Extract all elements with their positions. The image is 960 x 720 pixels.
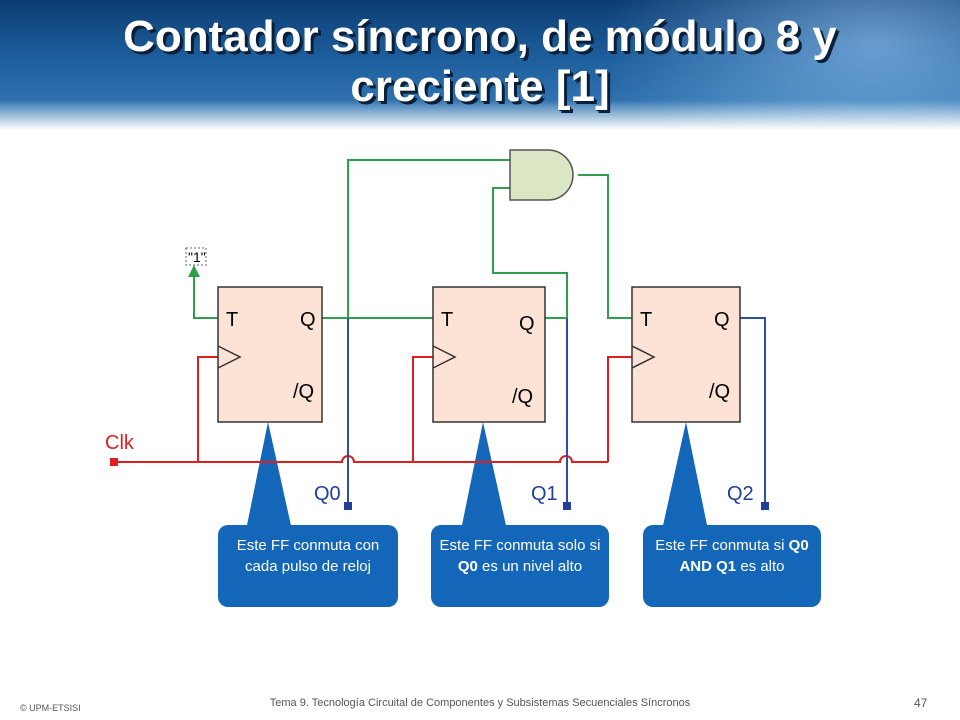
callout-2-text-a: Este FF conmuta solo si (439, 537, 601, 554)
qn-output-label: /Q (709, 381, 730, 403)
output-wires (347, 317, 766, 506)
qn-output-label: /Q (293, 381, 314, 403)
t-input-label: T (441, 309, 453, 331)
callout-pointer-2 (461, 422, 507, 530)
clock-input-icon (217, 345, 242, 369)
callout-box-1 (218, 525, 398, 607)
callout-text-3: Este FF conmuta si Q0 AND Q1 es alto (651, 535, 813, 577)
constant-box (185, 247, 207, 266)
callout-text-1: Este FF conmuta con cada pulso de reloj (226, 535, 390, 577)
callout-2-signal: Q0 (457, 558, 478, 575)
clock-input-icon (631, 345, 656, 369)
slide-title-line-2: creciente [1] (350, 62, 610, 111)
callout-box-2 (431, 525, 609, 607)
clock-wires (114, 356, 632, 463)
callout-3-text-a: Este FF conmuta si (655, 537, 789, 554)
callout-pointer-3 (662, 422, 708, 530)
t-input-label: T (226, 309, 238, 331)
wire-constant-to-ff1 (193, 275, 218, 319)
callout-pointer-1 (246, 422, 292, 530)
clock-label: Clk (105, 432, 135, 454)
and-gate (509, 149, 574, 201)
callout-1-text: Este FF conmuta con cada pulso de reloj (236, 537, 380, 575)
constant-arrow-icon (188, 265, 200, 277)
clock-terminal (110, 458, 118, 466)
t-flipflop-1: T Q /Q (432, 286, 546, 423)
slide-title: Contador síncrono, de módulo 8 y crecien… (0, 12, 960, 112)
q-output-label: Q (519, 313, 535, 335)
q2-terminal (761, 502, 769, 510)
wire-q1-to-and (492, 187, 568, 319)
q1-terminal (563, 502, 571, 510)
q1-output-label: Q1 (531, 483, 558, 505)
q-output-label: Q (714, 309, 730, 331)
green-wires (193, 159, 632, 319)
callout-text-2: Este FF conmuta solo si Q0 es un nivel a… (439, 535, 601, 577)
q2-output-label: Q2 (727, 483, 754, 505)
footer-copyright: © UPM-ETSISI (20, 703, 81, 713)
t-flipflop-0: T Q /Q (217, 286, 323, 423)
t-input-label: T (640, 309, 652, 331)
clock-to-ff2 (412, 356, 433, 462)
clock-input-icon (432, 345, 457, 369)
callout-box-3 (643, 525, 821, 607)
output-terminals (344, 502, 769, 510)
callout-pointers (246, 422, 708, 530)
callout-2-text-b: es un nivel alto (477, 558, 583, 575)
slide-title-line-1: Contador síncrono, de módulo 8 y (123, 12, 837, 61)
constant-label: "1" (188, 249, 206, 265)
t-flipflop-2: T Q /Q (631, 286, 741, 423)
wire-and-to-ff3 (578, 174, 632, 319)
title-banner: Contador síncrono, de módulo 8 y crecien… (0, 0, 960, 130)
callout-3-text-b: es alto (736, 558, 785, 575)
q-output-label: Q (300, 309, 316, 331)
wire-q0-to-and (347, 159, 510, 318)
banner-fade (0, 100, 960, 130)
clock-to-ff3 (607, 356, 632, 462)
footer-course-title: Tema 9. Tecnología Circuital de Componen… (269, 697, 691, 709)
clock-to-ff1 (197, 356, 218, 462)
callout-3-signal: Q0 AND Q1 (679, 537, 809, 575)
q0-terminal (344, 502, 352, 510)
q2-output-wire (740, 317, 766, 506)
q0-output-label: Q0 (314, 483, 341, 505)
footer-page-number: 47 (914, 696, 928, 710)
callout-boxes (218, 525, 821, 607)
qn-output-label: /Q (512, 386, 533, 408)
clock-bus (114, 455, 608, 463)
